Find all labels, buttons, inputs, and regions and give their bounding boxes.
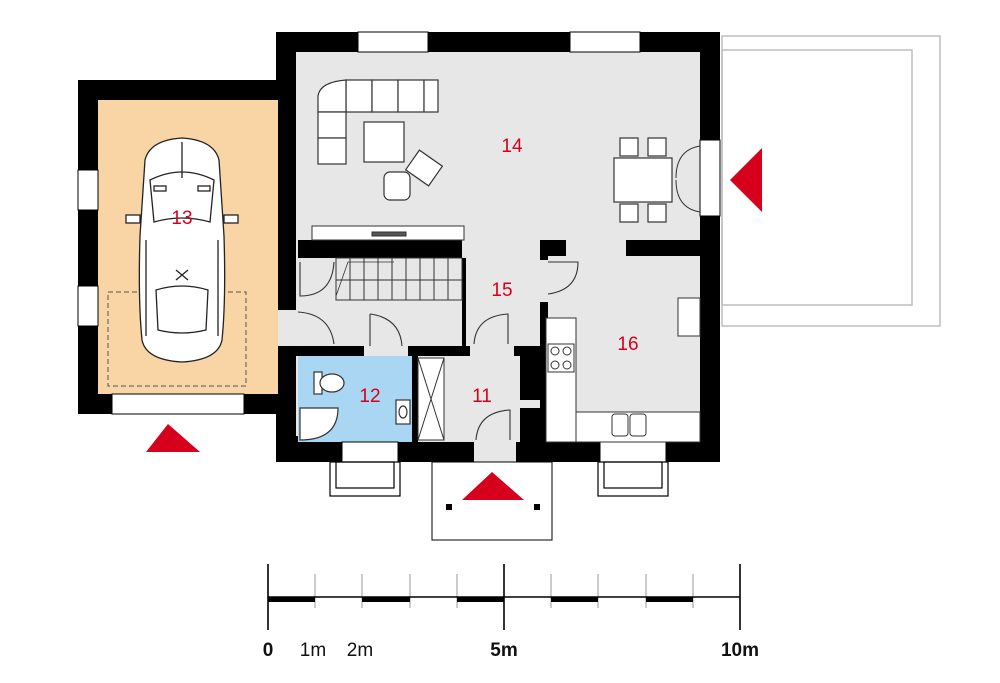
terrace-door <box>675 145 701 213</box>
room-label-14: 14 <box>501 136 523 157</box>
scale-label-5m: 5m <box>490 640 517 661</box>
scale-label-2m: 2m <box>347 640 373 661</box>
tv-unit <box>311 225 465 241</box>
scale-label-0: 0 <box>263 640 274 661</box>
bay-windows <box>329 461 669 497</box>
terrace <box>721 35 941 327</box>
coffee-table <box>363 121 444 201</box>
dining-table-icon <box>613 137 673 223</box>
entrance-porch <box>431 461 553 541</box>
stove-icon <box>547 343 575 373</box>
entrance-arrow-icon <box>146 148 762 500</box>
toilet-icon <box>313 371 345 395</box>
room-label-16: 16 <box>617 334 638 355</box>
door-swings <box>297 261 579 441</box>
room-label-12: 12 <box>359 386 380 407</box>
windows <box>77 31 721 463</box>
washbasin-icon <box>395 399 411 425</box>
stairs-icon <box>335 257 463 301</box>
scale-label-10m: 10m <box>721 640 759 661</box>
doorways <box>278 240 626 462</box>
kitchen-sink-icon <box>611 413 647 437</box>
wardrobe <box>417 357 445 441</box>
room-label-11: 11 <box>472 386 492 407</box>
room-label-15: 15 <box>491 280 512 301</box>
scale-bar: 0 1m 2m 5m 10m <box>263 564 759 661</box>
shower-icon <box>299 407 339 441</box>
scale-label-1m: 1m <box>300 640 326 661</box>
room-label-13: 13 <box>171 208 192 229</box>
car-icon <box>125 137 239 363</box>
sofa-icon <box>317 79 439 165</box>
kitchen-counter <box>545 297 701 443</box>
